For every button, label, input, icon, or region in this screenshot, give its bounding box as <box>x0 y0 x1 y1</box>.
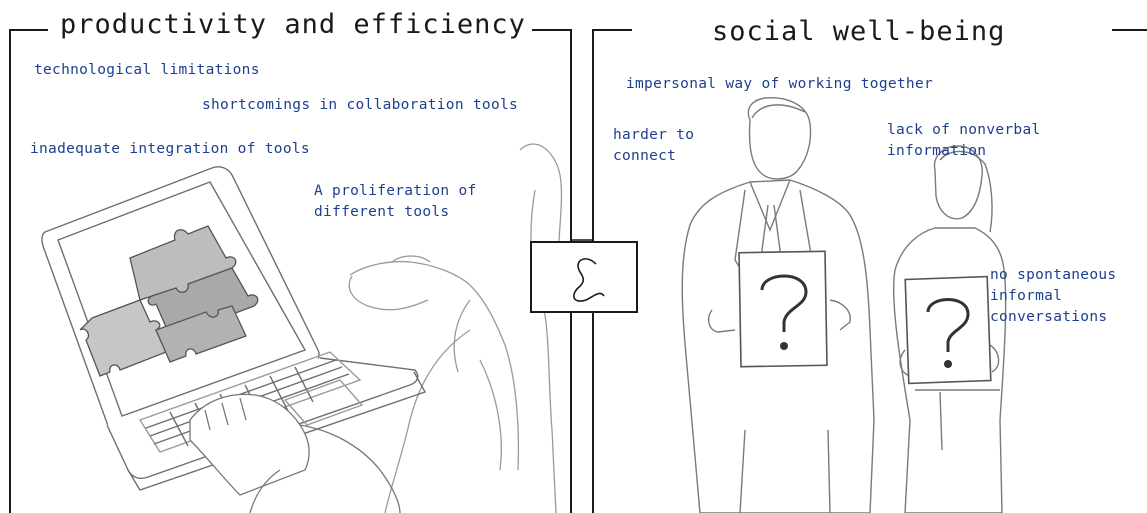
note-harder-to-connect: harder to connect <box>613 127 695 164</box>
note-collaboration-tools: shortcomings in collaboration tools <box>202 97 519 113</box>
right-panel-frame <box>592 29 1147 513</box>
question-sign-woman <box>904 275 992 385</box>
note-technological-limitations: technological limitations <box>34 62 260 78</box>
ampersand-connector-box <box>530 239 638 313</box>
note-proliferation-of-tools: A proliferation of different tools <box>314 183 477 220</box>
puzzle-pieces-icon <box>79 225 259 377</box>
left-panel-title: productivity and efficiency <box>60 9 526 40</box>
note-spontaneous-conversations: no spontaneous informal conversations <box>990 267 1117 325</box>
right-panel-title: social well-being <box>712 16 1006 47</box>
note-nonverbal-information: lack of nonverbal information <box>887 122 1041 159</box>
note-impersonal-working: impersonal way of working together <box>626 76 934 92</box>
note-inadequate-integration: inadequate integration of tools <box>30 141 310 157</box>
typing-hands-sketch <box>189 393 401 513</box>
ampersand-icon <box>573 258 605 302</box>
question-sign-man <box>738 250 828 368</box>
left-panel-frame <box>9 29 572 513</box>
